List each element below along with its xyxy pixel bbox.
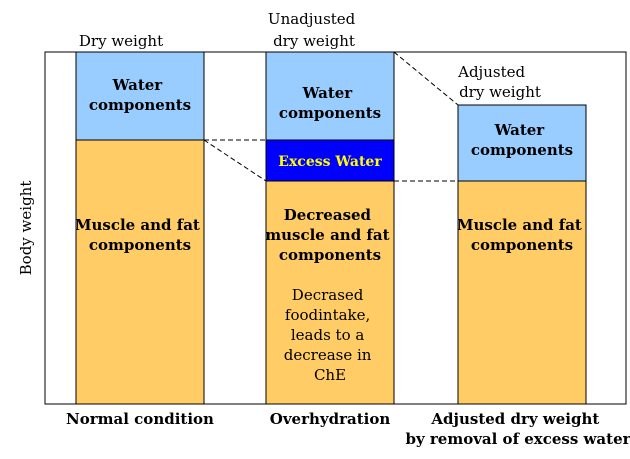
- category-label: Normal condition: [66, 410, 214, 428]
- water-label: Water components: [471, 121, 573, 159]
- top-label: Dry weight: [79, 32, 163, 50]
- top-label: Unadjusted dry weight: [268, 10, 360, 50]
- excess-water-block: [265, 139, 395, 182]
- water-block: [75, 51, 205, 141]
- y-axis-label: Body weight: [17, 181, 35, 276]
- food-intake-note: Decrased foodintake, leads to a decrease…: [284, 286, 376, 384]
- excess-water-label: Excess Water: [278, 154, 382, 170]
- water-label: Water components: [89, 76, 191, 114]
- top-label: Adjusted dry weight: [457, 63, 541, 101]
- muscle-fat-label: Decreased muscle and fat components: [265, 206, 395, 264]
- muscle-fat-block: [75, 139, 205, 405]
- column-adjusted: Adjusted dry weight Water components Mus…: [405, 63, 630, 448]
- connector-water-to-excess: [203, 139, 267, 182]
- muscle-fat-label: Muscle and fat components: [457, 216, 587, 254]
- muscle-fat-block: [457, 180, 587, 405]
- column-normal: Dry weight Water components Muscle and f…: [66, 32, 214, 428]
- category-label: Overhydration: [270, 410, 391, 428]
- dashed-connectors: [203, 51, 459, 182]
- muscle-fat-block: [265, 180, 395, 405]
- water-label: Water components: [279, 84, 381, 122]
- water-block: [265, 51, 395, 141]
- water-block: [457, 104, 587, 182]
- connector-top-2-3: [393, 51, 459, 106]
- column-overhydration: Unadjusted dry weight Water components E…: [265, 10, 395, 428]
- muscle-fat-label: Muscle and fat components: [75, 216, 205, 254]
- category-label: Adjusted dry weight by removal of excess…: [405, 410, 630, 448]
